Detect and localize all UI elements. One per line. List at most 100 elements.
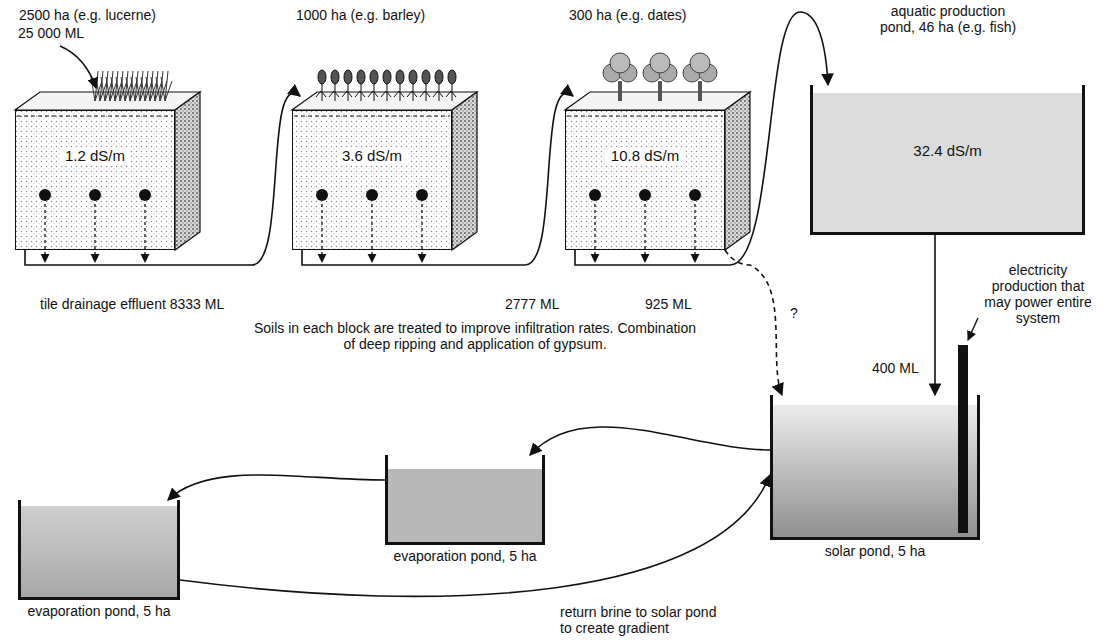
- note: Soils in each block are treated to impro…: [250, 320, 700, 352]
- solar-pond: solar pond, 5 ha: [770, 395, 980, 540]
- area-heading: 2500 ha (e.g. lucerne): [19, 7, 156, 23]
- field-block: 300 ha (e.g. dates)10.8 dS/m: [565, 110, 725, 250]
- barley-head: [344, 70, 352, 84]
- generator-bar: [958, 345, 968, 533]
- barley-head: [331, 70, 339, 84]
- barley-head: [357, 70, 365, 84]
- pond-water: [813, 93, 1082, 232]
- barley-leaf: [316, 91, 326, 97]
- drain-flow: [421, 204, 422, 262]
- tile-drain: [89, 189, 101, 201]
- drain-flow: [144, 204, 145, 262]
- area-heading: 300 ha (e.g. dates): [569, 7, 687, 23]
- area-heading: 1000 ha (e.g. barley): [296, 7, 425, 23]
- soil-block: [292, 70, 477, 262]
- tile-drain: [366, 189, 378, 201]
- tile-drain: [39, 189, 51, 201]
- date-trunk: [618, 81, 622, 101]
- flow-volume: 25 000 ML: [18, 25, 84, 41]
- barley-leaf: [394, 91, 404, 97]
- barley-leaf: [368, 91, 378, 97]
- barley-head: [409, 70, 417, 84]
- salinity-value: 3.6 dS/m: [337, 147, 407, 165]
- block-top: [292, 92, 477, 110]
- block-side: [175, 92, 200, 250]
- water-table-line: [17, 116, 173, 117]
- block-side: [725, 92, 750, 250]
- pond-water: [21, 506, 177, 597]
- drain-flow: [371, 204, 372, 262]
- drain-flow: [44, 204, 45, 262]
- date-trunk: [698, 81, 702, 101]
- barley-leaf: [381, 91, 391, 97]
- date-trunk: [658, 81, 662, 101]
- flow-connector: [168, 475, 385, 500]
- tile-drain: [689, 189, 701, 201]
- field-block: 1000 ha (e.g. barley)3.6 dS/m: [292, 110, 452, 250]
- pond-label: evaporation pond, 5 ha: [27, 603, 170, 619]
- tile-drain: [316, 189, 328, 201]
- aquatic-pond: aquatic production pond, 46 ha (e.g. fis…: [810, 85, 1085, 235]
- barley-head: [396, 70, 404, 84]
- barley-head: [422, 70, 430, 84]
- tile-drain: [639, 189, 651, 201]
- barley-leaf: [446, 91, 456, 97]
- pond-label: evaporation pond, 5 ha: [393, 548, 536, 564]
- barley-leaf: [407, 91, 417, 97]
- salinity-value: 10.8 dS/m: [606, 147, 684, 165]
- date-crown: [650, 53, 670, 73]
- date-crown: [690, 53, 710, 73]
- evaporation-pond: evaporation pond, 5 ha: [385, 455, 545, 545]
- flow-label: ?: [790, 305, 798, 321]
- evaporation-pond: evaporation pond, 5 ha: [18, 500, 180, 600]
- flow-label: 2777 ML: [505, 296, 559, 312]
- flow-connector: [725, 250, 782, 395]
- tile-drain: [589, 189, 601, 201]
- lucerne-plant: [161, 71, 172, 101]
- drain-flow: [694, 204, 695, 262]
- block-side: [452, 92, 477, 250]
- flow-label: tile drainage effluent 8333 ML: [40, 296, 224, 312]
- drain-flow: [94, 204, 95, 262]
- soil-block: [15, 71, 200, 262]
- salinity-value: 1.2 dS/m: [60, 147, 130, 165]
- inflow-arrow: [60, 46, 96, 88]
- flow-connector: [302, 93, 573, 265]
- flow-label: return brine to solar pond to create gra…: [560, 604, 730, 636]
- leader-arrow: [968, 318, 978, 340]
- barley-head: [448, 70, 456, 84]
- soil-block: [565, 53, 750, 262]
- flow-connector: [530, 427, 770, 455]
- drain-flow: [594, 204, 595, 262]
- callout-note: electricity production that may power en…: [980, 262, 1096, 326]
- pond-water: [773, 405, 977, 537]
- barley-head: [370, 70, 378, 84]
- drain-flow: [321, 204, 322, 262]
- tile-drain: [416, 189, 428, 201]
- barley-leaf: [342, 91, 352, 97]
- barley-head: [383, 70, 391, 84]
- barley-leaf: [355, 91, 365, 97]
- water-table-line: [567, 116, 723, 117]
- field-block: 2500 ha (e.g. lucerne)1.2 dS/m: [15, 110, 175, 250]
- pond-label: solar pond, 5 ha: [825, 543, 925, 559]
- barley-head: [318, 70, 326, 84]
- flow-connector: [25, 93, 300, 265]
- barley-head: [435, 70, 443, 84]
- flow-label: 400 ML: [872, 360, 919, 376]
- barley-leaf: [433, 91, 443, 97]
- flow-connector: [575, 12, 828, 265]
- date-crown: [610, 53, 630, 73]
- pond-heading: aquatic production pond, 46 ha (e.g. fis…: [873, 3, 1023, 35]
- salinity-value: 32.4 dS/m: [913, 143, 981, 159]
- drain-flow: [644, 204, 645, 262]
- pond-water: [388, 469, 542, 542]
- flow-connector: [934, 235, 936, 395]
- tile-drain: [139, 189, 151, 201]
- block-top: [565, 92, 750, 110]
- barley-leaf: [420, 91, 430, 97]
- water-table-line: [294, 116, 450, 117]
- flow-label: 925 ML: [645, 296, 692, 312]
- barley-leaf: [329, 91, 339, 97]
